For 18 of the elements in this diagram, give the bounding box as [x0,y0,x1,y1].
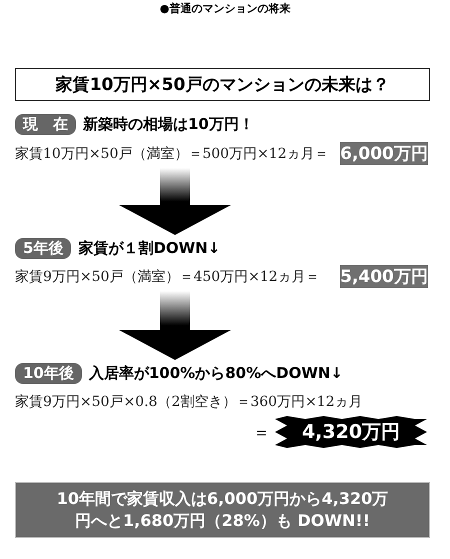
result-box: 6,000万円 [340,142,428,165]
equals-sign: ＝ [253,422,270,444]
down-arrow [119,168,231,235]
stage-headline: 家賃が１割DOWN↓ [78,238,220,258]
stage-badge: 10年後 [15,362,82,384]
diagram-title: ●普通のマンションの将来 [158,1,292,16]
stage-badge: 5年後 [15,238,72,258]
formula-text: 家賃9万円×50戸（満室）＝450万円×12ヵ月＝ [15,265,337,288]
stage-badge: 現 在 [15,114,76,134]
heading-box: 家賃10万円×50戸のマンションの未来は？ [15,68,430,101]
down-arrow [119,291,231,360]
stage-headline: 新築時の相場は10万円！ [83,114,254,134]
formula-text: 家賃10万円×50戸（満室）＝500万円×12ヵ月＝ [15,142,337,165]
summary-box: 10年間で家賃収入は6,000万円から4,320万円へと1,680万円（28%）も DOWN!! [15,482,430,538]
formula-text: 家賃9万円×50戸×0.8（2割空き）＝360万円×12ヵ月 [15,390,415,413]
stage-headline: 入居率が100%から80%へDOWN↓ [88,364,343,382]
result-box: 5,400万円 [340,265,428,288]
burst-shape: 4,320万円 [275,416,427,448]
